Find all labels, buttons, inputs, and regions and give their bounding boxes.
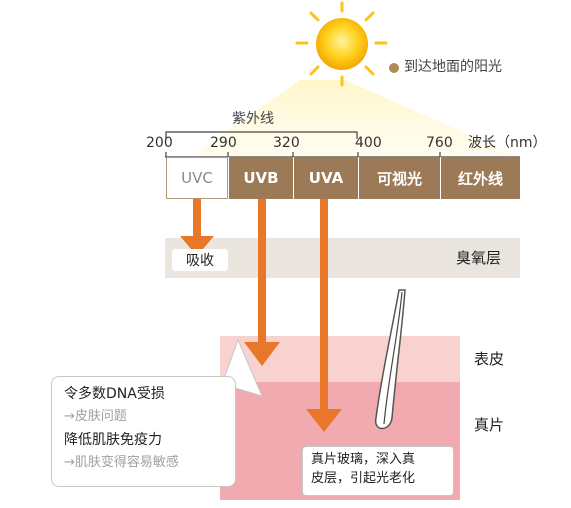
band-uva: UVA [293,157,358,199]
uvb-arrow [244,199,280,366]
uva-effect-line-1: 真片玻璃，深入真 [311,452,416,467]
wavelength-label: 波长（nm） [468,135,547,151]
hair-icon [374,289,406,430]
absorb-label: 吸收 [172,249,228,271]
sun-icon [295,1,388,87]
uv-bracket [165,131,358,139]
uvb-effects-callout: 令多数DNA受损 →皮肤问题 降低肌肤免疫力 →肌肤变得容易敏感 [51,376,236,487]
tick-label-320: 320 [273,135,300,151]
sunlight-label: 到达地面的阳光 [404,59,502,75]
uva-effects-callout: 真片玻璃，深入真 皮层，引起光老化 [302,446,454,496]
tick-label-200: 200 [146,135,173,151]
tick-label-400: 400 [355,135,382,151]
band-visible: 可视光 [358,157,440,199]
uvc-arrow [180,199,214,256]
tick-label-760: 760 [426,135,453,151]
band-uvc: UVC [166,157,228,199]
uvb-effect-line-4: →肌肤变得容易敏感 [64,455,179,470]
uvb-effect-line-1: 令多数DNA受损 [64,386,165,402]
ozone-label: 臭氧层 [456,249,502,267]
sunlight-beam [190,80,520,157]
band-uvb: UVB [228,157,293,199]
band-infrared: 红外线 [440,157,520,199]
uva-arrow [306,199,342,432]
uvb-effect-line-3: 降低肌肤免疫力 [64,432,162,448]
epidermis-label: 表皮 [474,350,505,368]
uva-effect-line-2: 皮层，引起光老化 [311,471,416,486]
tick-label-290: 290 [210,135,237,151]
sunlight-bullet-icon [389,63,399,73]
dermis-label: 真片 [474,416,505,434]
uvb-effect-line-2: →皮肤问题 [64,409,127,424]
uv-bracket-label: 紫外线 [232,111,274,127]
